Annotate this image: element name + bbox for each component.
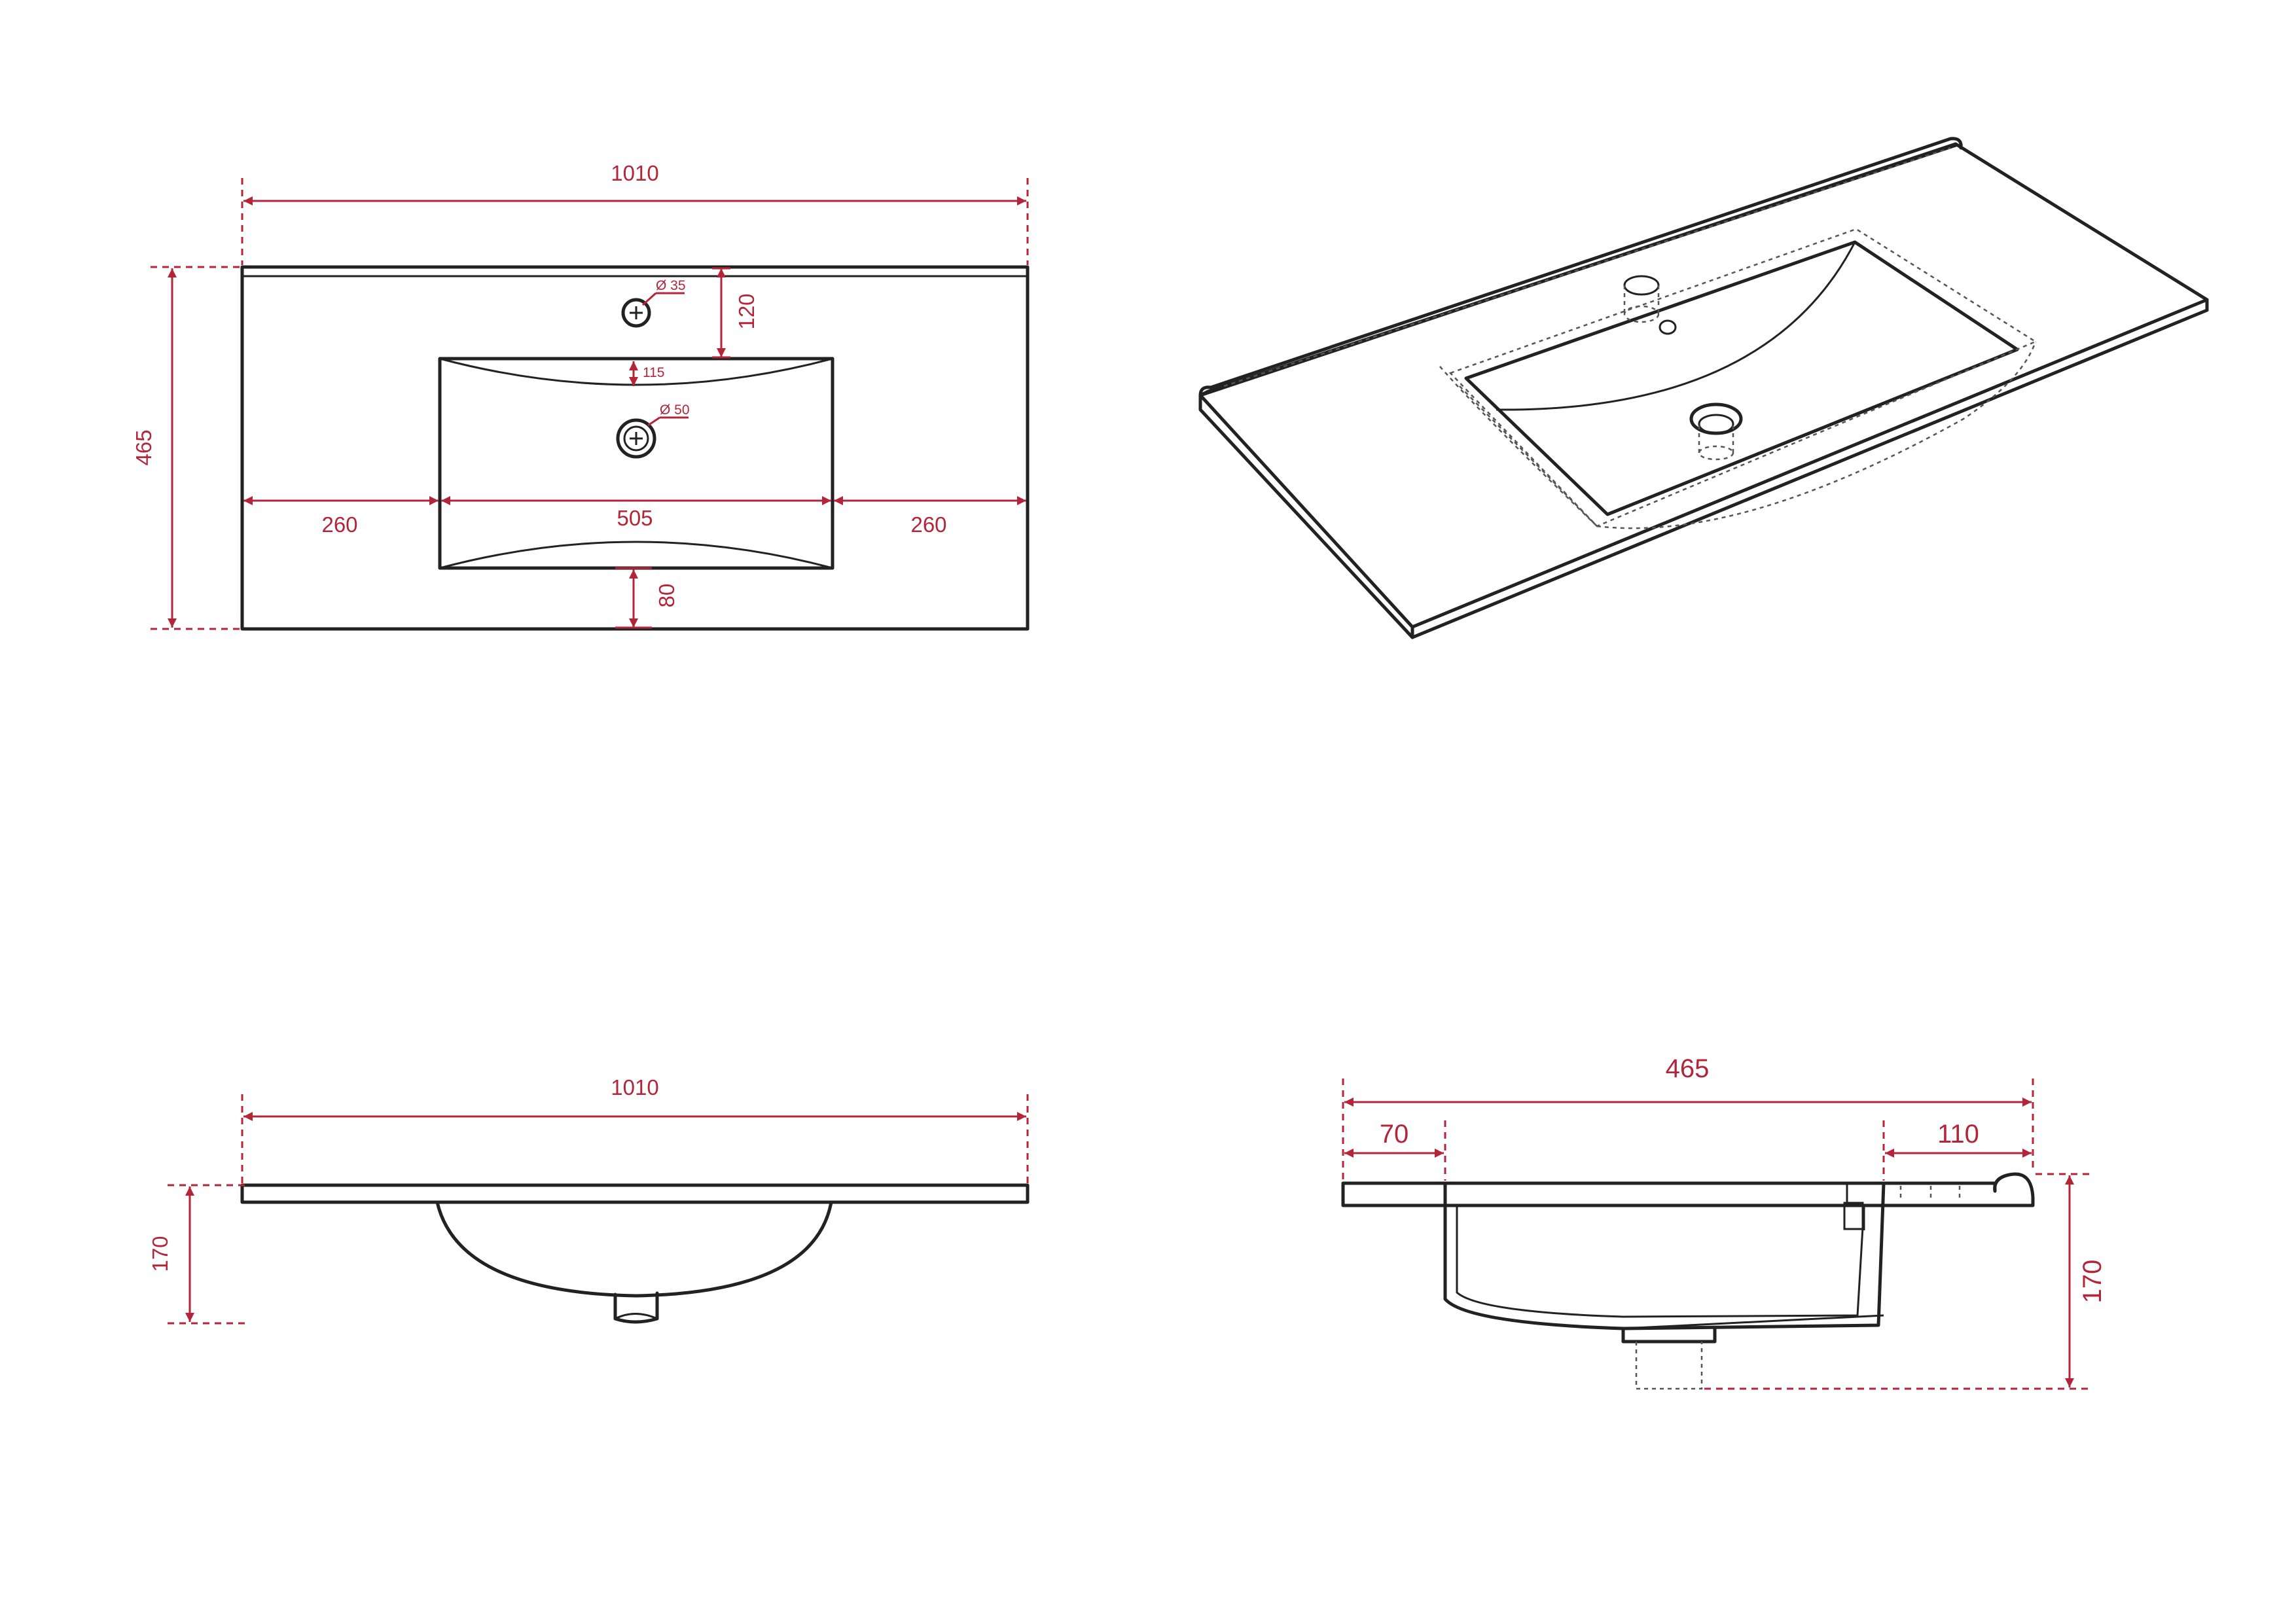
bowl-hidden-left: [1439, 366, 1598, 527]
top-view: 1010 465 120 115 Ø 35 Ø 50 260 505 260: [132, 161, 1030, 631]
tap-hole-iso: [1623, 275, 1660, 296]
slab-section: [240, 1183, 1030, 1204]
countertop-outline: [240, 265, 1030, 631]
drain-flange: [1621, 1327, 1717, 1344]
dim-label-side-height: 170: [2078, 1260, 2107, 1304]
tap-hole-iso-hidden: [1623, 285, 1660, 314]
bowl-front-curve: [439, 541, 833, 569]
dim-label-front-rim: 70: [1380, 1120, 1409, 1149]
slab-top-face: [1198, 142, 2209, 629]
dim-label-front-width: 1010: [611, 1075, 658, 1099]
drain-iso-inner: [1698, 414, 1734, 435]
bowl-inner-profile: [1456, 1205, 1865, 1318]
slab-thickness: [1198, 298, 2209, 639]
dim-label-overall-width: 1010: [611, 161, 658, 185]
drain-outlet-lip: [615, 1313, 658, 1320]
dim-label-tap-diameter: Ø 35: [656, 278, 686, 293]
drain-hole-inner: [623, 425, 649, 452]
bowl-underside-outline: [1448, 228, 2037, 527]
drain-iso-pipe-bottom: [1698, 445, 1734, 461]
bowl-underside-edge: [1459, 385, 1598, 527]
back-rim-top: [1198, 137, 1963, 397]
dim-label-back-rim: 110: [1937, 1120, 1979, 1149]
back-rim-hidden: [1223, 147, 1951, 387]
bowl-opening: [1464, 240, 2019, 516]
dim-label-left-margin: 260: [321, 512, 357, 537]
overflow-channel: [1846, 1183, 1865, 1230]
tap-hole-iso-bottom: [1623, 305, 1660, 323]
bowl-outline: [438, 357, 834, 570]
tap-leader: [641, 292, 657, 306]
drain-hole-outer: [616, 418, 656, 459]
bowl-base-edge: [1623, 1314, 1884, 1330]
overflow-hole: [1843, 1202, 1864, 1230]
overflow-iso: [1659, 319, 1677, 335]
bowl-back-curve: [439, 357, 833, 386]
bowl-profile: [435, 1200, 833, 1298]
bowl-inner-curve: [1496, 241, 1856, 411]
drain-pipe-hidden: [1635, 1342, 1703, 1390]
dim-label-front-height: 170: [148, 1236, 172, 1272]
dim-label-side-depth: 465: [1666, 1054, 1710, 1083]
dim-label-front-margin: 80: [655, 584, 679, 608]
side-view: 465 70 110 170: [1341, 1054, 2107, 1390]
tap-hole-hidden: [1899, 1186, 1961, 1202]
front-view: 1010 170: [148, 1075, 1030, 1325]
dim-label-bowl-drain: 115: [643, 365, 664, 380]
dim-label-tap-offset: 120: [734, 293, 759, 329]
dim-label-right-margin: 260: [910, 512, 946, 537]
bowl-hidden-bottom: [1596, 341, 2037, 529]
drain-outlet: [613, 1291, 659, 1324]
bowl-outer-profile: [1443, 1181, 1886, 1330]
dim-label-drain-diameter: Ø 50: [660, 402, 690, 418]
back-rim-front-edge: [1198, 143, 1958, 397]
dim-label-overall-depth: 465: [132, 429, 156, 465]
tap-hole: [621, 298, 651, 328]
drain-leader: [647, 416, 660, 427]
dim-label-bowl-width: 505: [617, 506, 653, 530]
isometric-view: [1198, 137, 2209, 639]
slab-section: [1341, 1172, 2035, 1207]
